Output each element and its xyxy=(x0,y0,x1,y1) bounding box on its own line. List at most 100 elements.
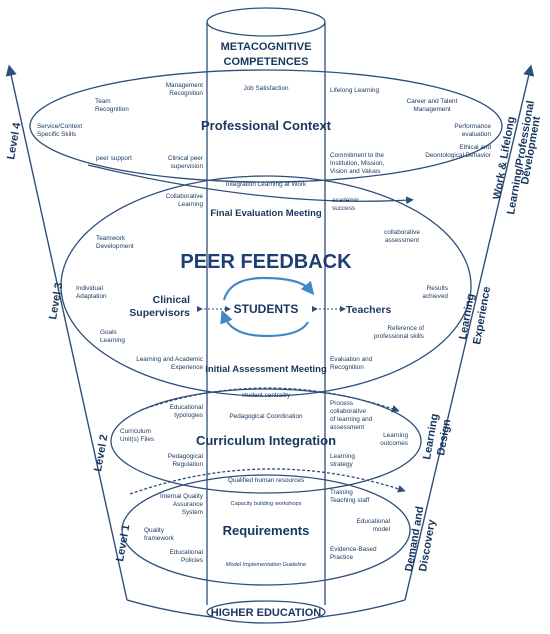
student-centrality: student centrality xyxy=(242,392,291,399)
level-1-label: Level 1 xyxy=(114,524,132,563)
commitment-line2: Institution, Mission, xyxy=(330,160,385,167)
level-2-label: Level 2 xyxy=(92,434,110,473)
goals-learning-line2: Learning xyxy=(100,337,125,344)
academic-success-line2: success xyxy=(332,205,355,212)
educational-typologies-line1: Educational xyxy=(170,404,203,411)
peer-feedback-title: PEER FEEDBACK xyxy=(180,251,352,273)
level-ellipses xyxy=(29,69,503,586)
final-evaluation-meeting: Final Evaluation Meeting xyxy=(210,208,322,219)
capacity-building-workshops: Capacity building workshops xyxy=(231,501,302,507)
collaborative-assessment-line1: collaborative xyxy=(384,229,420,236)
metacognitive-title-line2: COMPETENCES xyxy=(224,56,309,68)
evaluation-recognition-line2: Recognition xyxy=(330,364,364,371)
management-line2: Recognition xyxy=(169,90,203,97)
clinical-peer-line2: supervision xyxy=(171,163,204,170)
process-line1: Process xyxy=(330,400,353,407)
evaluation-recognition-line1: Evaluation and xyxy=(330,356,373,363)
service-line1: Service/Context xyxy=(37,123,82,130)
teamwork-line1: Teamwork xyxy=(96,235,126,242)
pedagogical-regulation-line2: Regulation xyxy=(172,461,203,468)
learning-outcomes-line1: Learning xyxy=(383,432,408,439)
performance-line1: Performance xyxy=(454,123,491,130)
quality-framework-line1: Quality xyxy=(144,527,165,534)
curriculum-units-line1: Curriculum xyxy=(120,428,151,435)
collaborative-learning-line1: Collaborative xyxy=(166,193,204,200)
academic-success-line1: academic xyxy=(332,197,360,204)
right-axis-labels: Work & Lifelong Learning/Professional De… xyxy=(403,100,543,573)
team-recognition-line2: Recognition xyxy=(95,106,129,113)
educational-typologies-line2: typologies xyxy=(174,412,203,419)
collaborative-assessment-line2: assessment xyxy=(385,237,419,244)
ethical-line2: Deontological Behavior xyxy=(425,152,492,159)
iqa-line3: System xyxy=(182,509,203,516)
clinical-peer-line1: Clinical peer xyxy=(168,155,204,162)
clinical-supervisors-line2: Supervisors xyxy=(129,307,190,319)
requirements-ellipse xyxy=(121,474,411,586)
student-cycle-arrows xyxy=(220,276,315,338)
qualified-human-resources: Qualified human resources xyxy=(228,477,304,484)
professional-context-title: Professional Context xyxy=(201,118,332,133)
educational-model-line1: Educational xyxy=(357,518,390,525)
educational-model-line2: model xyxy=(373,526,390,533)
management-line1: Management xyxy=(166,82,204,89)
process-line4: assessment xyxy=(330,424,364,431)
pedagogical-regulation-line1: Pedagogical xyxy=(168,453,203,460)
higher-education-title: HIGHER EDUCATION xyxy=(211,607,321,619)
learning-outcomes-line2: outcomes xyxy=(380,440,408,447)
curriculum-integration-title: Curriculum Integration xyxy=(196,433,336,448)
requirements-group: Internal Quality Assurance System Capaci… xyxy=(144,489,390,568)
iqa-line1: Internal Quality xyxy=(160,493,204,500)
initial-assessment-meeting: Initial Assessment Meeting xyxy=(205,364,327,375)
clinical-supervisors-line1: Clinical xyxy=(153,294,190,306)
reference-skills-line2: professional skills xyxy=(374,333,424,340)
central-cylinder xyxy=(206,7,326,624)
academic-experience-line1: Learning and Academic xyxy=(136,356,204,363)
results-achieved-line1: Results xyxy=(427,285,448,292)
collaborative-learning-line2: Learning xyxy=(178,201,203,208)
career-line2: Management xyxy=(413,106,451,113)
professional-context-group: Management Recognition Job Satisfaction … xyxy=(37,82,492,188)
ethical-line1: Ethical and xyxy=(459,144,491,151)
goals-learning-line1: Goals xyxy=(100,329,117,336)
commitment-line3: Vision and Values xyxy=(330,168,381,175)
lifelong-learning: Lifelong Learning xyxy=(330,87,379,94)
curriculum-integration-group: student centrality Educational typologie… xyxy=(120,392,408,484)
educational-policies-line1: Educational xyxy=(170,549,203,556)
students-label: STUDENTS xyxy=(234,302,299,316)
peer-support: peer support xyxy=(96,155,132,162)
educational-policies-line2: Policies xyxy=(181,557,203,564)
model-implementation-guideline: Model Implementation Guideline xyxy=(226,562,306,568)
teachers-label: Teachers xyxy=(346,304,391,316)
curriculum-ellipse xyxy=(110,388,422,494)
iqa-line2: Assurance xyxy=(173,501,204,508)
learning-strategy-line1: Learning xyxy=(330,453,355,460)
learning-strategy-line2: strategy xyxy=(330,461,354,468)
left-axis-arrow xyxy=(5,64,128,601)
quality-framework-line2: framework xyxy=(144,535,175,542)
job-satisfaction: Job Satisfaction xyxy=(243,85,289,92)
career-line1: Career and Talent xyxy=(407,98,458,105)
performance-line2: evaluation xyxy=(462,131,492,138)
service-line2: Specific Skills xyxy=(37,131,76,138)
professional-context-ellipse xyxy=(29,69,503,183)
level-4-label: Level 4 xyxy=(5,121,23,161)
integration-learning-at-work: Integration Learning at Work xyxy=(226,181,307,188)
peer-feedback-ellipse xyxy=(60,175,472,397)
results-achieved-line2: achieved xyxy=(422,293,448,300)
training-line1: Training xyxy=(330,489,353,496)
process-line3: of learning and xyxy=(330,416,373,423)
academic-experience-line2: Experience xyxy=(171,364,203,371)
curriculum-units-line2: Unit(s) Files xyxy=(120,436,154,443)
commitment-line1: Commitment to the xyxy=(330,152,384,159)
right-axis-arrow xyxy=(404,64,535,601)
individual-adaptation-line1: Individual xyxy=(76,285,103,292)
metacognitive-title-line1: METACOGNITIVE xyxy=(221,41,312,53)
pedagogical-coordination: Pedagogical Coordination xyxy=(229,413,303,420)
individual-adaptation-line2: Adaptation xyxy=(76,293,107,300)
team-recognition-line1: Team xyxy=(95,98,111,105)
process-line2: collaborative xyxy=(330,408,366,415)
evidence-based-line1: Evidence-Based xyxy=(330,546,377,553)
training-line2: Teaching staff xyxy=(330,497,370,504)
requirements-title: Requirements xyxy=(223,523,310,538)
